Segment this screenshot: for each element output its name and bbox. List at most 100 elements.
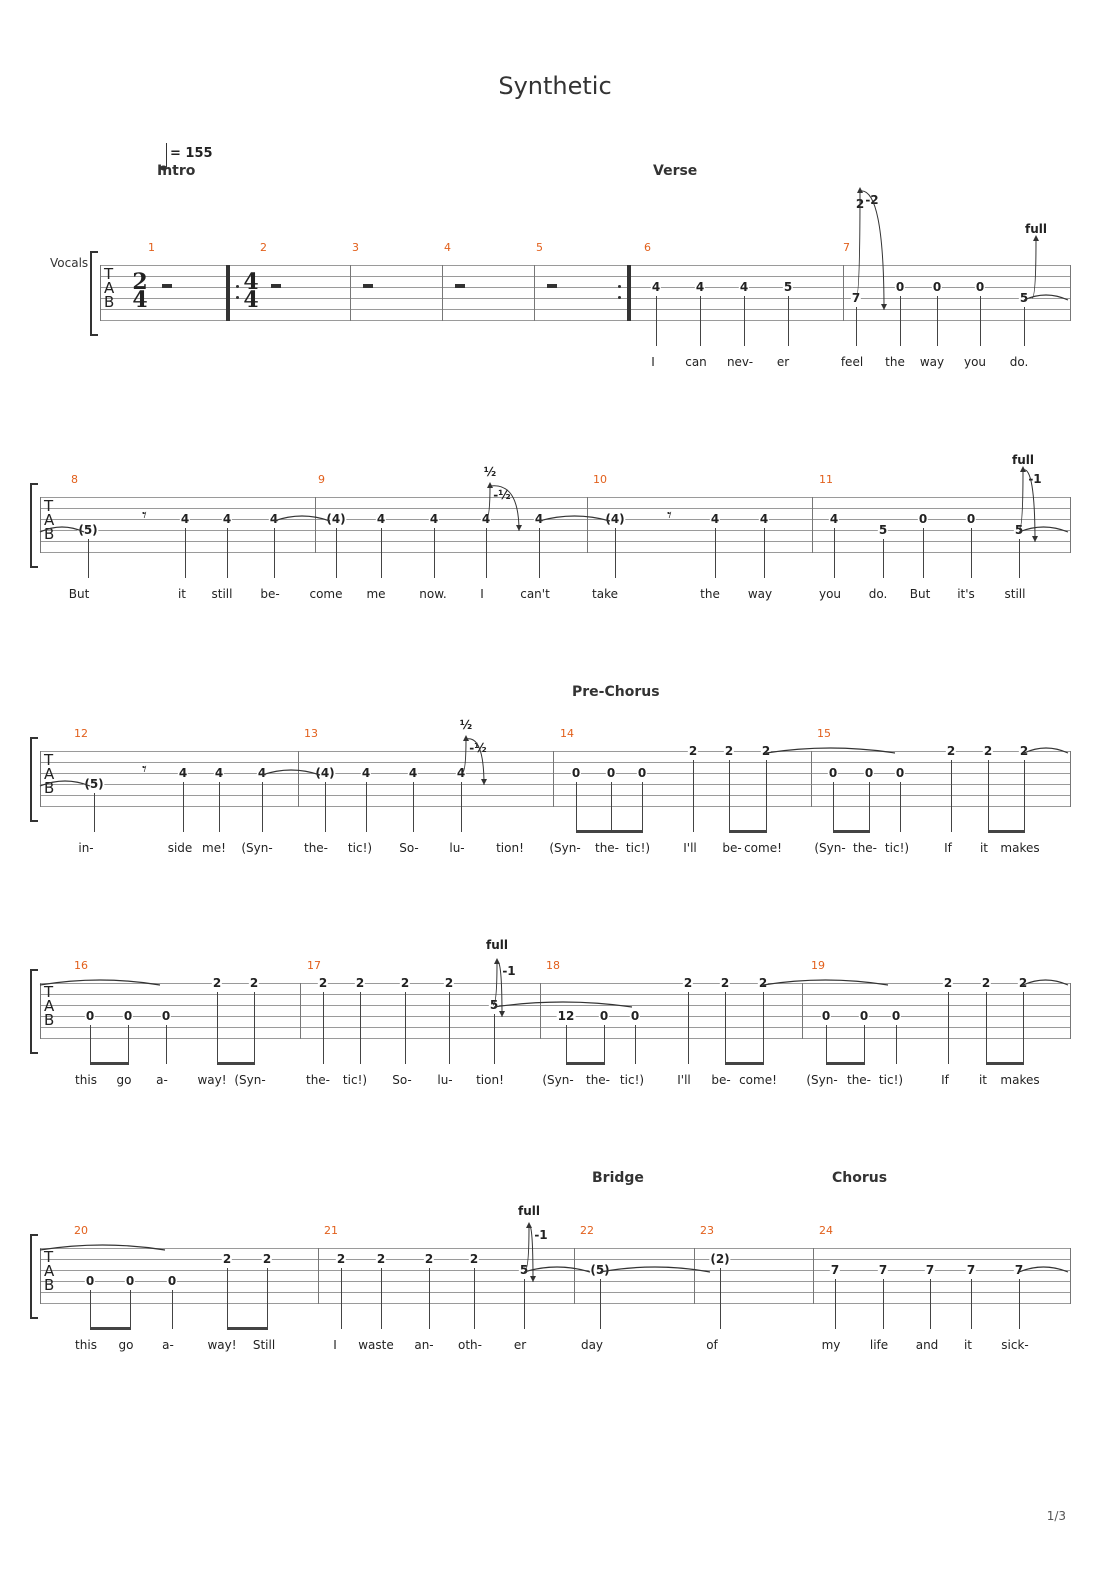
note-beam [833, 830, 870, 833]
fret-number[interactable]: 0 [974, 280, 986, 294]
fret-number[interactable]: 0 [931, 280, 943, 294]
fret-number[interactable]: 2 [757, 976, 769, 990]
fret-number[interactable]: 5 [488, 998, 500, 1012]
fret-number[interactable]: 0 [894, 766, 906, 780]
fret-number[interactable]: 4 [375, 512, 387, 526]
fret-number[interactable]: 5 [782, 280, 794, 294]
fret-number[interactable]: 4 [268, 512, 280, 526]
fret-number[interactable]: (5) [589, 1263, 611, 1277]
fret-number[interactable]: 7 [829, 1263, 841, 1277]
fret-number[interactable]: 5 [877, 523, 889, 537]
fret-number[interactable]: (5) [83, 777, 105, 791]
fret-number[interactable]: 2 [723, 744, 735, 758]
fret-number[interactable]: 2 [1018, 744, 1030, 758]
fret-number[interactable]: 2 [980, 976, 992, 990]
fret-number[interactable]: 0 [84, 1009, 96, 1023]
fret-number[interactable]: 2 [945, 744, 957, 758]
fret-number[interactable]: 0 [84, 1274, 96, 1288]
fret-number[interactable]: 4 [256, 766, 268, 780]
fret-number[interactable]: 0 [965, 512, 977, 526]
fret-number[interactable]: 2 [1017, 976, 1029, 990]
lyric-syllable: (Syn- [234, 1073, 266, 1087]
fret-number[interactable]: 0 [122, 1009, 134, 1023]
fret-number[interactable]: 2 [687, 744, 699, 758]
fret-number[interactable]: 2 [423, 1252, 435, 1266]
fret-number[interactable]: 2 [682, 976, 694, 990]
note-stem [900, 296, 901, 346]
fret-number[interactable]: 0 [636, 766, 648, 780]
fret-number[interactable]: 4 [738, 280, 750, 294]
fret-number[interactable]: 4 [177, 766, 189, 780]
fret-number[interactable]: 0 [827, 766, 839, 780]
fret-number[interactable]: 0 [605, 766, 617, 780]
fret-number[interactable]: 0 [629, 1009, 641, 1023]
fret-number[interactable]: 4 [828, 512, 840, 526]
staff-line [40, 994, 1070, 995]
fret-number[interactable]: 4 [221, 512, 233, 526]
fret-number[interactable]: 2 [261, 1252, 273, 1266]
fret-number[interactable]: 0 [894, 280, 906, 294]
fret-number[interactable]: 2 [942, 976, 954, 990]
fret-number[interactable]: (4) [604, 512, 626, 526]
tie-arc [39, 1244, 166, 1251]
fret-number[interactable]: 4 [758, 512, 770, 526]
fret-number[interactable]: 0 [917, 512, 929, 526]
fret-number[interactable]: (5) [77, 523, 99, 537]
fret-number[interactable]: 4 [179, 512, 191, 526]
fret-number[interactable]: 0 [863, 766, 875, 780]
fret-number[interactable]: 2 [982, 744, 994, 758]
fret-number[interactable]: 0 [858, 1009, 870, 1023]
lyric-syllable: waste [358, 1338, 394, 1352]
fret-number[interactable]: 4 [455, 766, 467, 780]
fret-number[interactable]: 12 [556, 1009, 576, 1023]
fret-number[interactable]: 2 [399, 976, 411, 990]
fret-number[interactable]: (4) [325, 512, 347, 526]
fret-number[interactable]: 2 [443, 976, 455, 990]
fret-number[interactable]: 4 [694, 280, 706, 294]
fret-number[interactable]: 2 [221, 1252, 233, 1266]
fret-number[interactable]: 4 [650, 280, 662, 294]
fret-number[interactable]: (2) [709, 1252, 731, 1266]
fret-number[interactable]: 2 [335, 1252, 347, 1266]
fret-number[interactable]: 2 [760, 744, 772, 758]
fret-number[interactable]: 2 [317, 976, 329, 990]
fret-number[interactable]: 2 [211, 976, 223, 990]
fret-number[interactable]: 2 [248, 976, 260, 990]
fret-number[interactable]: 7 [924, 1263, 936, 1277]
note-stem [461, 782, 462, 832]
repeat-bar [627, 265, 631, 321]
section-chorus: Chorus [832, 1170, 888, 1186]
fret-number[interactable]: 5 [1018, 291, 1030, 305]
lyric-syllable: lu- [437, 1073, 453, 1087]
fret-number[interactable]: 5 [518, 1263, 530, 1277]
fret-number[interactable]: 4 [428, 512, 440, 526]
fret-number[interactable]: 4 [533, 512, 545, 526]
lyric-syllable: the- [846, 1073, 872, 1087]
lyric-syllable: it [978, 1073, 988, 1087]
measure-number: 17 [307, 959, 321, 972]
note-stem [604, 1025, 605, 1064]
fret-number[interactable]: 7 [877, 1263, 889, 1277]
note-stem [788, 296, 789, 346]
fret-number[interactable]: 7 [1013, 1263, 1025, 1277]
measure-number: 12 [74, 727, 88, 740]
fret-number[interactable]: 0 [820, 1009, 832, 1023]
fret-number[interactable]: 2 [354, 976, 366, 990]
fret-number[interactable]: 2 [468, 1252, 480, 1266]
fret-number[interactable]: 0 [124, 1274, 136, 1288]
fret-number[interactable]: 4 [709, 512, 721, 526]
fret-number[interactable]: 7 [965, 1263, 977, 1277]
fret-number[interactable]: 2 [719, 976, 731, 990]
fret-number[interactable]: 0 [570, 766, 582, 780]
fret-number[interactable]: (4) [314, 766, 336, 780]
fret-number[interactable]: 0 [890, 1009, 902, 1023]
fret-number[interactable]: 0 [598, 1009, 610, 1023]
fret-number[interactable]: 4 [213, 766, 225, 780]
fret-number[interactable]: 0 [160, 1009, 172, 1023]
lyric-syllable: I'll [677, 1073, 691, 1087]
fret-number[interactable]: 4 [360, 766, 372, 780]
lyric-syllable: lu- [449, 841, 465, 855]
fret-number[interactable]: 0 [166, 1274, 178, 1288]
fret-number[interactable]: 2 [375, 1252, 387, 1266]
fret-number[interactable]: 4 [407, 766, 419, 780]
